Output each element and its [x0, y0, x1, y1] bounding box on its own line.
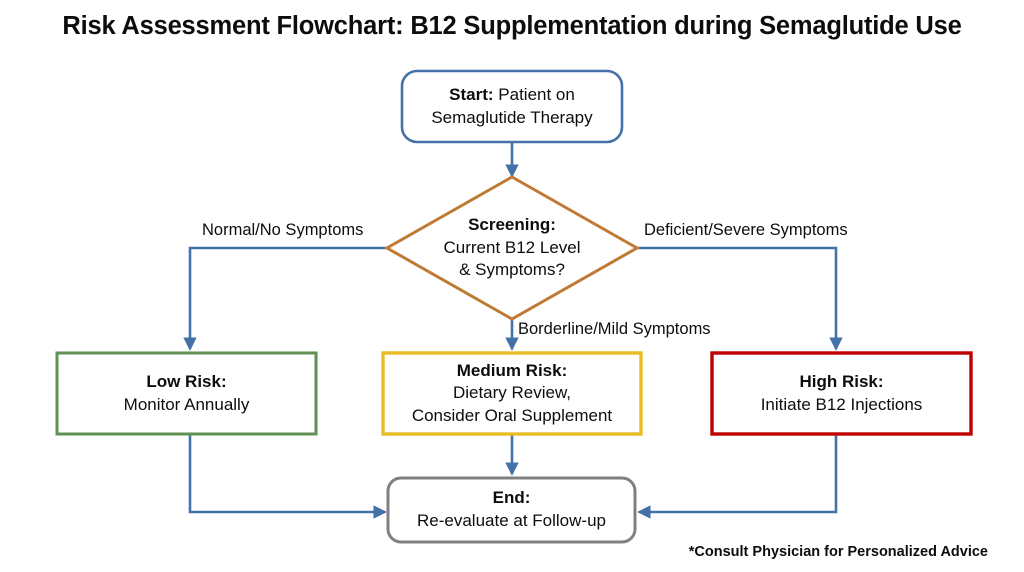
- start-node-shape[interactable]: [400, 69, 624, 144]
- connector-decision-to-high-risk: [636, 246, 843, 351]
- connector-high-risk-to-end: [637, 434, 838, 519]
- decision-node-shape[interactable]: [383, 175, 641, 321]
- low-risk-node-shape[interactable]: [55, 351, 318, 436]
- connector-low-risk-to-end: [188, 434, 387, 519]
- page-title: Risk Assessment Flowchart: B12 Supplemen…: [62, 12, 962, 40]
- medium-risk-node-shape[interactable]: [381, 351, 643, 436]
- high-risk-node-shape[interactable]: [710, 351, 973, 436]
- footnote: *Consult Physician for Personalized Advi…: [688, 544, 988, 560]
- edge-label-deficient-severe-symptoms: Deficient/Severe Symptoms: [644, 221, 848, 239]
- end-node-shape[interactable]: [386, 476, 637, 544]
- connector-decision-to-low-risk: [183, 246, 388, 351]
- edge-label-normal-no-symptoms: Normal/No Symptoms: [202, 221, 364, 239]
- edge-label-borderline-mild-symptoms: Borderline/Mild Symptoms: [518, 320, 711, 338]
